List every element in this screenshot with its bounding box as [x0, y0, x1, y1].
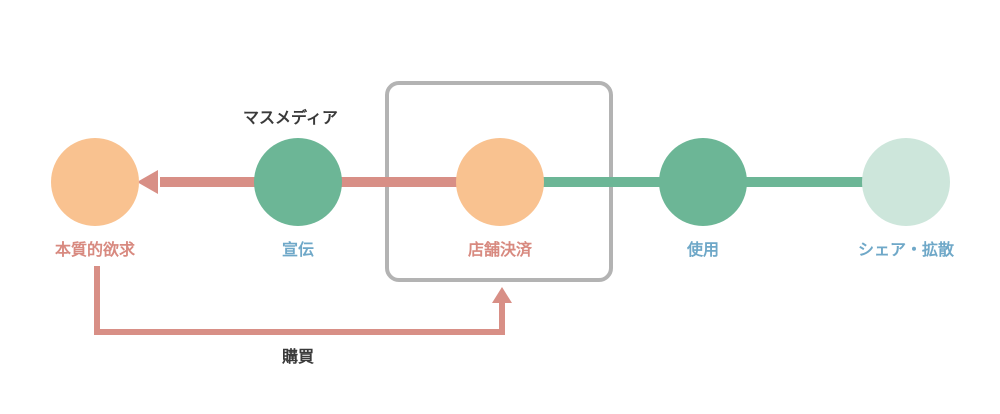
- purchase-label: 購買: [282, 347, 315, 366]
- arrow-up-icon: [492, 287, 512, 303]
- purchase-loop-line: [94, 266, 505, 335]
- node-label-desire: 本質的欲求: [54, 240, 136, 259]
- node-label-share: シェア・拡散: [857, 240, 955, 259]
- node-share: [862, 138, 950, 226]
- arrow-left-icon: [137, 170, 158, 194]
- node-label-checkout: 店舗決済: [467, 240, 533, 259]
- node-label-use: 使用: [686, 240, 720, 259]
- node-ad: [254, 138, 342, 226]
- node-use: [659, 138, 747, 226]
- node-label-ad: 宣伝: [281, 240, 315, 259]
- mass-media-label: マスメディア: [243, 108, 338, 127]
- node-checkout: [456, 138, 544, 226]
- node-desire: [51, 138, 139, 226]
